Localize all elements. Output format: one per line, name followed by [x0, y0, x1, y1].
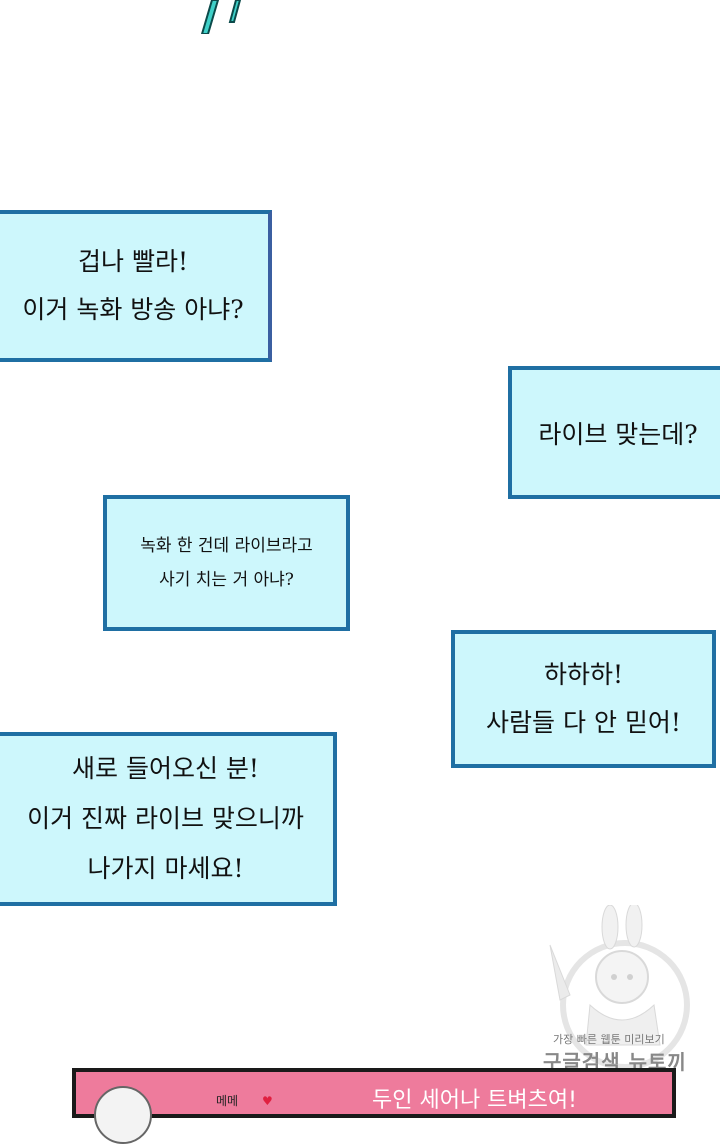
bubble-line: 새로 들어오신 분!: [72, 754, 259, 783]
avatar: [94, 1086, 152, 1144]
bubble-line: 하하하!: [543, 660, 624, 689]
chat-message-bar: 메메 ♥ 두인 세어나 트벼츠여!: [72, 1068, 676, 1144]
heart-icon: ♥: [262, 1094, 273, 1108]
bubble-line: 사기 치는 거 아냐?: [159, 570, 294, 590]
bubble-line: 이거 진짜 라이브 맞으니까: [27, 804, 304, 833]
art-fragment: [200, 0, 242, 34]
watermark-caption: 가장 빠른 웹툰 미리보기: [553, 1033, 665, 1046]
speech-bubble-2: 라이브 맞는데?: [508, 366, 720, 499]
bubble-line: 겁나 빨라!: [78, 247, 188, 276]
speech-bubble-4: 하하하! 사람들 다 안 믿어!: [451, 630, 716, 768]
speech-bubble-1: 겁나 빨라! 이거 녹화 방송 아냐?: [0, 210, 272, 362]
bubble-line: 녹화 한 건데 라이브라고: [140, 536, 313, 556]
watermark-mascot-icon: [549, 905, 690, 1070]
speech-bubble-5: 새로 들어오신 분! 이거 진짜 라이브 맞으니까 나가지 마세요!: [0, 732, 337, 906]
bubble-line: 사람들 다 안 믿어!: [486, 708, 681, 737]
speech-bubble-3: 녹화 한 건데 라이브라고 사기 치는 거 아냐?: [103, 495, 350, 631]
bubble-line: 나가지 마세요!: [87, 854, 244, 883]
chat-username: 메메: [216, 1094, 239, 1108]
bubble-line: 이거 녹화 방송 아냐?: [22, 295, 244, 324]
bubble-line: 라이브 맞는데?: [538, 419, 698, 449]
chat-message-text: 두인 세어나 트벼츠여!: [372, 1088, 577, 1113]
